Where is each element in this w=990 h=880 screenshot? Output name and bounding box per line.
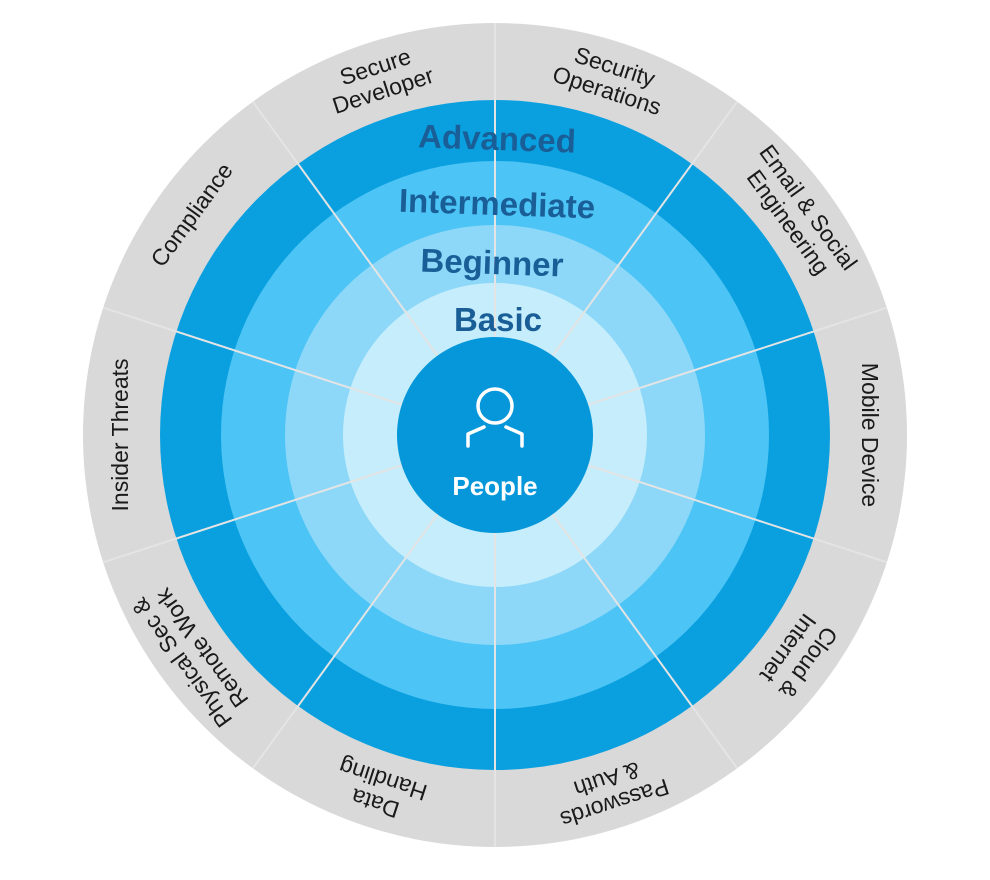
segment-label: Mobile Device [857, 363, 883, 507]
segment-label-line: Mobile Device [857, 363, 883, 507]
segment-label: Insider Threats [107, 359, 133, 512]
level-label-beginner: Beginner [420, 242, 564, 284]
center-circle [397, 337, 593, 533]
person-icon [466, 387, 524, 448]
level-label-basic: Basic [454, 301, 542, 338]
segment-label-line: Insider Threats [107, 359, 133, 512]
segment-divider [252, 101, 439, 357]
segment-dividers [102, 23, 888, 847]
level-label-intermediate: Intermediate [398, 182, 595, 226]
segment-divider [587, 306, 888, 406]
segment-divider [551, 101, 738, 357]
segment-divider [102, 306, 403, 406]
center-label: People [452, 471, 537, 501]
segment-divider [551, 513, 738, 769]
segment-divider [587, 464, 888, 564]
segment-divider [102, 464, 403, 564]
level-label-advanced: Advanced [418, 117, 577, 159]
level-labels: Advanced Intermediate Beginner Basic [398, 117, 595, 338]
segment-divider [252, 513, 439, 769]
